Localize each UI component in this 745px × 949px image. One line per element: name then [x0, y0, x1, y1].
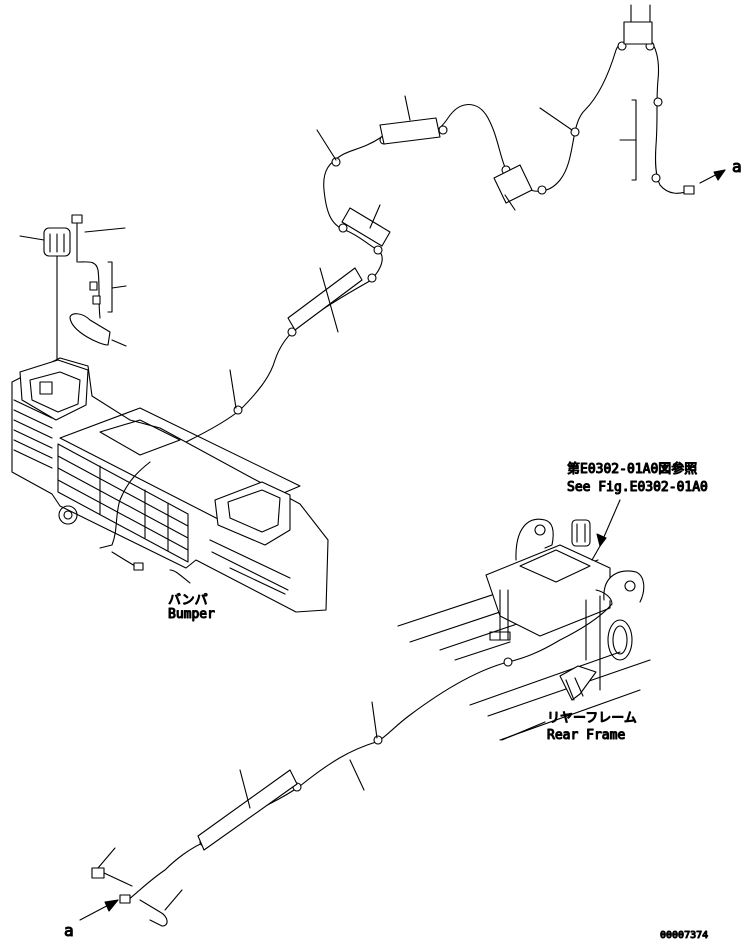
drawing-number: 00007374 — [660, 930, 708, 941]
harness-wire-upper — [149, 37, 649, 463]
bumper-slots-right — [209, 539, 291, 595]
bracket-icon — [69, 313, 111, 346]
bumper-slots-left — [13, 399, 53, 469]
protective-sleeves — [287, 21, 653, 331]
lower-harness — [79, 589, 613, 927]
see-fig-callout — [591, 499, 621, 561]
see-fig-label-en: See Fig.E0302-01A0 — [567, 480, 708, 495]
rear-frame-assembly — [397, 518, 651, 741]
rear-frame-label-ja: リヤーフレーム — [547, 711, 637, 726]
bumper-assembly — [11, 357, 329, 613]
clip-markers — [147, 41, 663, 465]
beacon-icon — [571, 519, 591, 547]
upper-harness — [147, 4, 726, 465]
see-fig-label-ja: 第E0302-01A0図参照 — [567, 461, 697, 477]
bolt-lower-icon — [91, 867, 105, 879]
harness-wire-lower — [127, 603, 613, 901]
bumper-label-ja: バンパ — [168, 593, 208, 608]
lamp-assembly — [19, 214, 127, 371]
bolt-icon — [71, 214, 83, 224]
bumper-label-en: Bumper — [168, 607, 215, 622]
arrow-head-a-bottom — [104, 899, 119, 912]
connector-a-top — [683, 185, 695, 195]
bumper-grille — [57, 443, 189, 563]
connector-label-a-top: a — [732, 157, 742, 176]
bumper-body — [11, 357, 329, 613]
connector-a-bottom — [119, 894, 131, 904]
arrow-head-a-top — [713, 169, 726, 181]
rear-frame-label-en: Rear Frame — [547, 728, 625, 743]
protective-sleeve-lower — [197, 769, 298, 851]
leader-lines-upper — [229, 4, 651, 409]
tow-hook-icon — [58, 505, 78, 525]
connector-label-a-bottom: a — [64, 921, 74, 940]
harness-wire-right — [647, 37, 691, 194]
